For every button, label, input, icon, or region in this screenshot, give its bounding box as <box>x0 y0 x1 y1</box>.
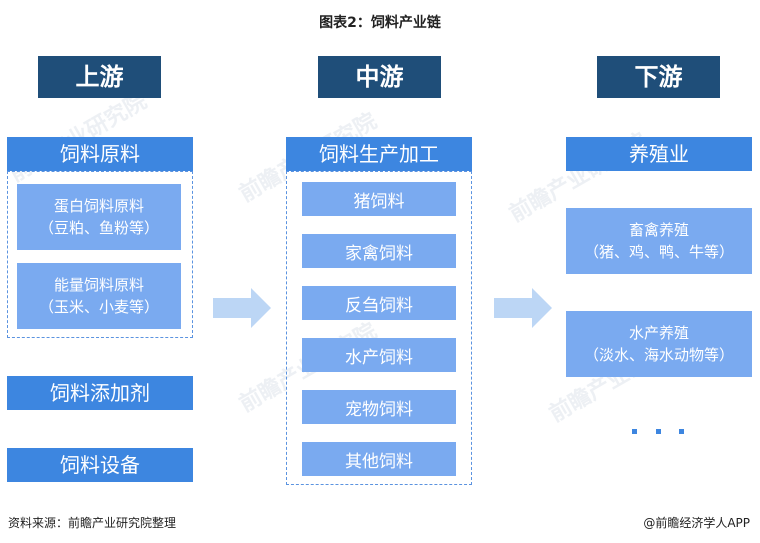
downstream-item: 畜禽养殖 （猪、鸡、鸭、牛等） <box>566 208 752 274</box>
upstream-materials-group <box>7 171 193 338</box>
upstream-material-box: 能量饲料原料 （玉米、小麦等） <box>17 263 181 329</box>
midstream-item: 宠物饲料 <box>302 390 456 424</box>
arrow-right-icon <box>213 288 271 328</box>
material-name: 能量饲料原料 <box>53 276 144 294</box>
ellipsis-indicator: … <box>628 418 688 438</box>
ellipsis-dot <box>679 429 684 434</box>
upstream-group-header: 饲料原料 <box>7 137 193 171</box>
midstream-item: 其他饲料 <box>302 442 456 476</box>
downstream-header: 养殖业 <box>566 137 752 171</box>
midstream-item: 反刍饲料 <box>302 286 456 320</box>
upstream-material-box: 蛋白饲料原料 （豆粕、鱼粉等） <box>17 184 181 250</box>
downstream-item-examples: （淡水、海水动物等） <box>583 346 734 364</box>
stage-upstream: 上游 <box>38 56 161 98</box>
page-title: 图表2：饲料产业链 <box>319 15 441 31</box>
midstream-item: 水产饲料 <box>302 338 456 372</box>
ellipsis-dot <box>632 429 637 434</box>
upstream-equipment: 饲料设备 <box>7 448 193 482</box>
midstream-item: 猪饲料 <box>302 182 456 216</box>
stage-midstream: 中游 <box>318 56 441 98</box>
downstream-item: 水产养殖 （淡水、海水动物等） <box>566 311 752 377</box>
downstream-item-name: 水产养殖 <box>628 324 689 342</box>
downstream-item-examples: （猪、鸡、鸭、牛等） <box>583 243 734 261</box>
brand-credit: @前瞻经济学人APP <box>643 516 750 530</box>
ellipsis-dot <box>656 429 661 434</box>
material-examples: （玉米、小麦等） <box>38 298 159 316</box>
upstream-additives: 饲料添加剂 <box>7 376 193 410</box>
source-note: 资料来源：前瞻产业研究院整理 <box>8 516 177 530</box>
midstream-header: 饲料生产加工 <box>286 137 472 171</box>
midstream-item: 家禽饲料 <box>302 234 456 268</box>
ellipsis-text: … <box>628 418 629 419</box>
arrow-right-icon <box>494 288 552 328</box>
material-examples: （豆粕、鱼粉等） <box>38 219 159 237</box>
material-name: 蛋白饲料原料 <box>53 197 144 215</box>
stage-downstream: 下游 <box>597 56 720 98</box>
downstream-item-name: 畜禽养殖 <box>628 221 689 239</box>
midstream-items-group <box>286 171 472 485</box>
